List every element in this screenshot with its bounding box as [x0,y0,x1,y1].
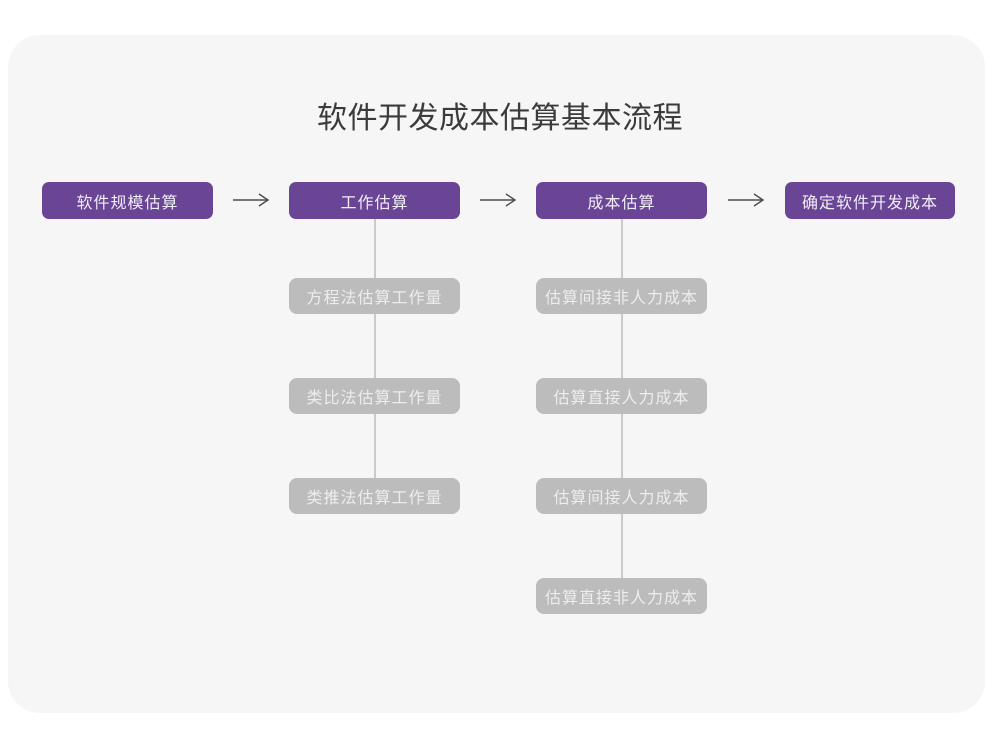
arrow-right-icon [479,192,517,208]
sub-step-analogy-method-workload: 类比法估算工作量 [289,378,460,414]
flow-step-determine-development-cost: 确定软件开发成本 [785,182,955,219]
sub-step-equation-method-workload: 方程法估算工作量 [289,278,460,314]
sub-step-direct-labor-cost: 估算直接人力成本 [536,378,707,414]
diagram-canvas [8,35,985,713]
arrow-right-icon [727,192,765,208]
sub-step-extrapolation-method-workload: 类推法估算工作量 [289,478,460,514]
arrow-right-icon [232,192,270,208]
sub-step-indirect-non-labor-cost: 估算间接非人力成本 [536,278,707,314]
diagram-title: 软件开发成本估算基本流程 [317,102,683,135]
sub-step-indirect-labor-cost: 估算间接人力成本 [536,478,707,514]
work-estimation-vertical-connector [374,219,376,478]
flow-step-software-scale-estimation: 软件规模估算 [42,182,213,219]
flow-step-work-estimation: 工作估算 [289,182,460,219]
sub-step-direct-non-labor-cost: 估算直接非人力成本 [536,578,707,614]
flow-step-cost-estimation: 成本估算 [536,182,707,219]
